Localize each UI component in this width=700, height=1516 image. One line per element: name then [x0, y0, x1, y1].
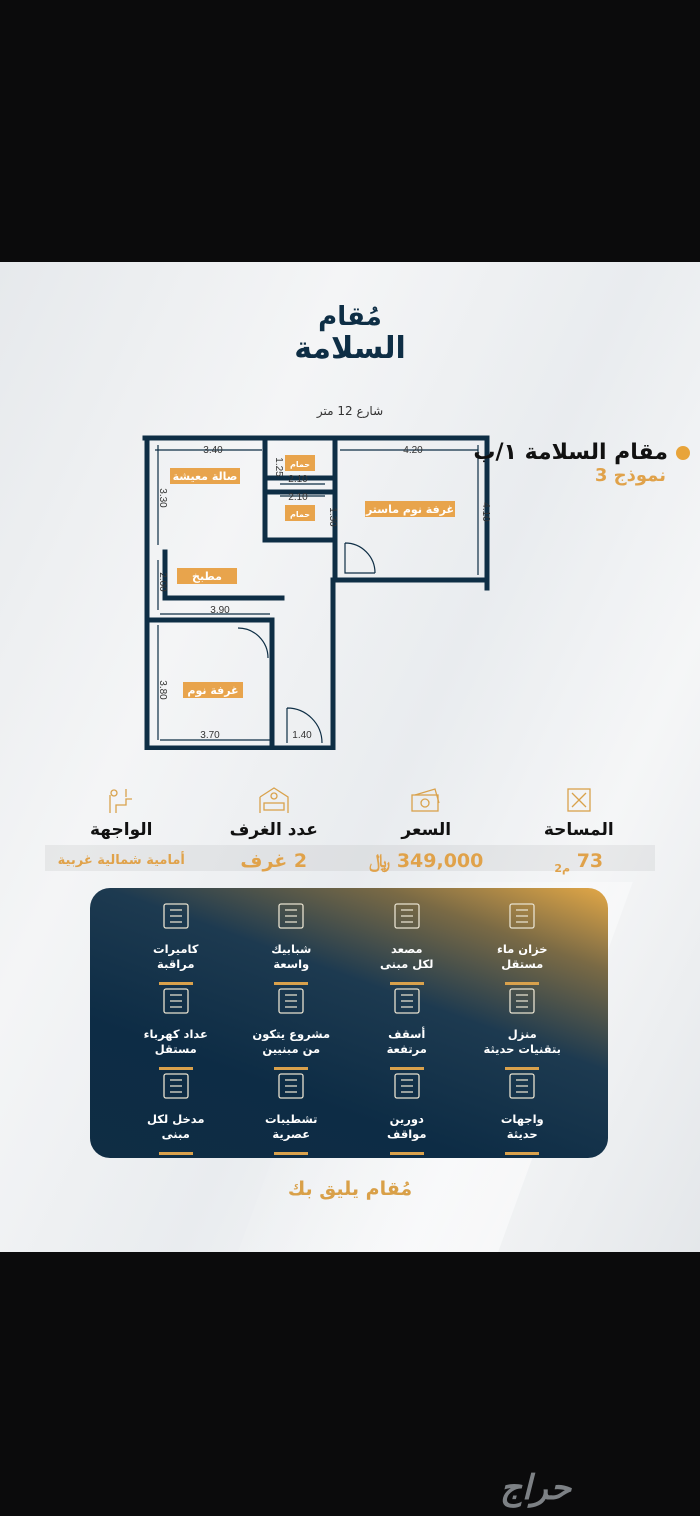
area-icon — [503, 782, 656, 818]
dimension-label: 4.10 — [480, 502, 491, 522]
door-swing — [237, 627, 269, 659]
dim-line — [155, 449, 478, 741]
room-label: صالة معيشة — [173, 470, 238, 483]
street-label: شارع 12 متر — [316, 404, 384, 418]
dimension-label: 2.00 — [157, 572, 168, 592]
dimension-label: 1.25 — [273, 457, 284, 477]
entrance-icon — [156, 1070, 196, 1106]
feature-underline — [158, 982, 193, 985]
wall — [262, 435, 333, 543]
room-label-bg — [177, 568, 237, 584]
feature-underline — [389, 1152, 424, 1155]
wall — [147, 617, 275, 750]
camera-icon — [156, 900, 196, 936]
facade-building-icon — [502, 1070, 542, 1106]
dimension-label: 1.30 — [327, 507, 338, 527]
logo: مُقام السلامة — [294, 302, 406, 366]
property-poster: مُقام السلامة شارع 12 متر صالة معيشة حمام… — [0, 262, 700, 1252]
dimension-label: 3.30 — [157, 488, 168, 508]
stat-facade: الواجهة أمامية شمالية غربية — [45, 782, 198, 874]
dim-line — [157, 445, 479, 740]
door-swing — [286, 707, 323, 744]
parking-icon — [387, 1070, 427, 1106]
room-label-bg — [183, 682, 243, 698]
feature-underline — [274, 1152, 309, 1155]
wall — [162, 549, 285, 601]
floor-plan: صالة معيشة حمام حمام غرفة نوم ماستر مطبخ غرفة… — [142, 435, 491, 750]
window-icon — [271, 900, 311, 936]
room-label-bg — [285, 505, 315, 521]
dimension-label: 3.80 — [157, 680, 168, 700]
dimension-label: 2.10 — [288, 474, 308, 485]
feature-underline — [505, 1152, 540, 1155]
smart-home-icon — [502, 985, 542, 1021]
feature-underline — [158, 1067, 193, 1070]
electric-meter-icon — [156, 985, 196, 1021]
wall — [142, 435, 490, 591]
facade-icon — [45, 782, 198, 818]
model-label: نموذج 3 — [594, 465, 666, 486]
room-label: حمام — [290, 510, 310, 519]
haraj-watermark-logo: حراج — [500, 1468, 572, 1508]
room-label-bg — [170, 468, 240, 484]
feature-underline — [274, 982, 309, 985]
dimension-label: 2.10 — [288, 492, 308, 503]
dimension-label: 3.40 — [203, 445, 223, 456]
bullet-icon — [676, 445, 690, 460]
room-label-bg — [365, 501, 455, 517]
feature-underline — [505, 1067, 540, 1070]
feature-underline — [389, 982, 424, 985]
feature-underline — [389, 1067, 424, 1070]
dimension-label: 3.90 — [210, 605, 230, 616]
wall — [262, 475, 333, 495]
feature-underline — [158, 1152, 193, 1155]
dimension-label: 4.20 — [403, 445, 423, 456]
bedroom-icon — [198, 782, 351, 818]
room-label: غرفة نوم ماستر — [365, 503, 454, 516]
feature-underline — [505, 982, 540, 985]
water-tank-icon — [502, 900, 542, 936]
dimension-label: 1.40 — [292, 730, 312, 741]
feature-underline — [274, 1067, 309, 1070]
money-icon — [350, 782, 503, 818]
finishing-icon — [271, 1070, 311, 1106]
room-label-bg — [285, 455, 315, 471]
stat-price: السعر 349,000 ﷼ — [350, 782, 503, 874]
elevator-icon — [387, 900, 427, 936]
room-label: حمام — [290, 460, 310, 469]
stat-rooms: عدد الغرف 2 غرف — [198, 782, 351, 874]
stat-area: المساحة 73 م2 — [503, 782, 656, 875]
door-swing — [344, 542, 376, 574]
wall — [144, 435, 490, 750]
room-label: مطبخ — [192, 570, 222, 583]
room-label: غرفة نوم — [187, 684, 238, 697]
project-title: مقام السلامة ١/ب نموذج 3 — [473, 440, 690, 486]
stats-row: المساحة 73 م2 السعر 349,000 ﷼ عدد الغرف … — [45, 782, 656, 875]
buildings-icon — [271, 985, 311, 1021]
bedroom-ceiling-icon — [387, 985, 427, 1021]
dimension-label: 3.70 — [200, 730, 220, 741]
slogan: مُقام يليق بك — [287, 1178, 413, 1200]
